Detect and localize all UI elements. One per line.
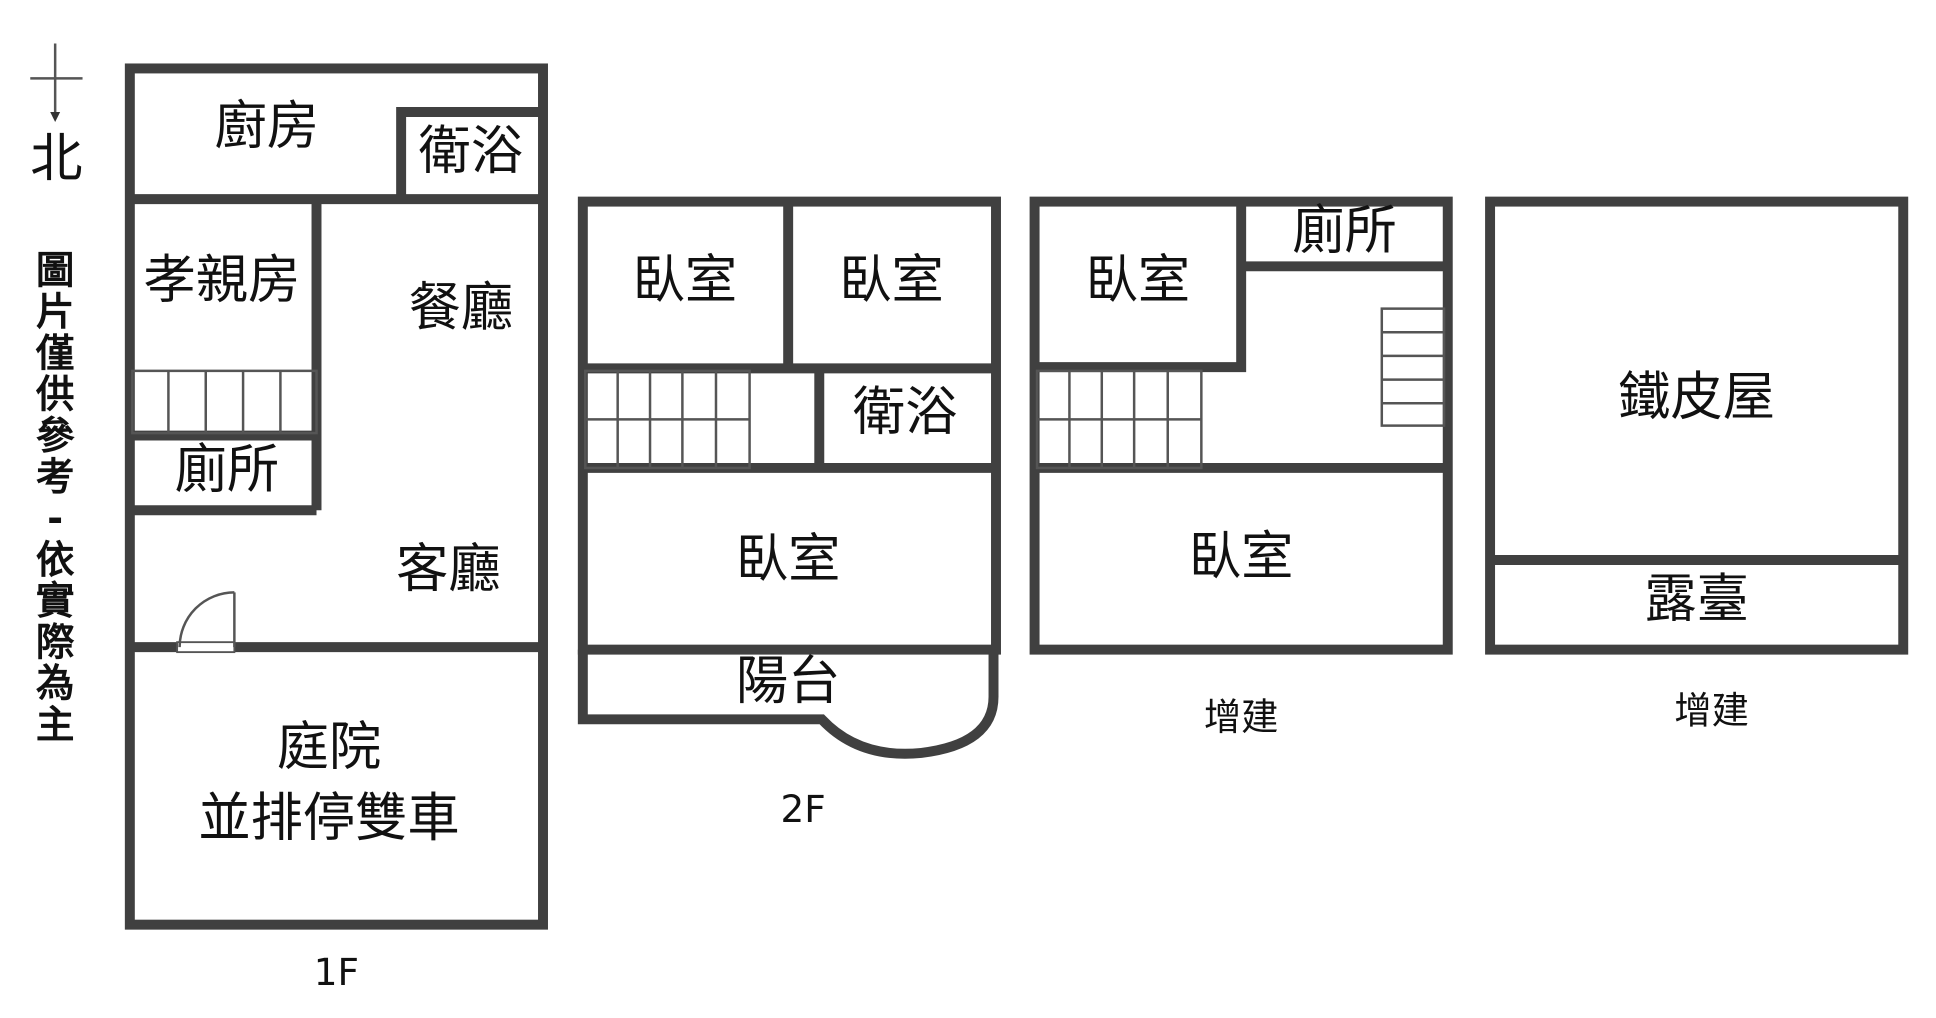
compass-label: 北 xyxy=(30,128,82,189)
disclaimer-char: 圖 xyxy=(36,249,75,294)
room-bedroom-1: 臥室 xyxy=(1086,250,1191,311)
room-parents: 孝親房 xyxy=(144,250,301,311)
disclaimer-char: 片 xyxy=(36,290,75,335)
addition-1: 臥室 廁所 臥室 xyxy=(1029,196,1453,655)
disclaimer-char: 參 xyxy=(36,414,75,459)
room-terrace: 露臺 xyxy=(1644,568,1749,629)
yard-parking: 並排停雙車 xyxy=(198,787,459,848)
disclaimer-char: 供 xyxy=(35,373,75,418)
stairs-icon xyxy=(1035,369,1203,470)
disclaimer-char: 際 xyxy=(36,620,75,665)
disclaimer-char: 為 xyxy=(36,662,75,707)
addition-2: 鐵皮屋 露臺 xyxy=(1485,196,1909,655)
room-balcony: 陽台 xyxy=(736,650,840,711)
stairs-icon xyxy=(584,369,751,470)
room-bedroom-2: 臥室 xyxy=(839,250,943,311)
floor-label-addition-1: 增建 xyxy=(1204,695,1279,739)
door-icon xyxy=(176,591,236,654)
room-toilet: 廁所 xyxy=(175,439,280,500)
room-living: 客廳 xyxy=(396,538,501,599)
room-iron-house: 鐵皮屋 xyxy=(1618,367,1775,428)
floor-label-addition-2: 增建 xyxy=(1674,689,1749,733)
disclaimer-char: 依 xyxy=(36,538,75,583)
disclaimer-char: - xyxy=(47,497,63,542)
disclaimer-char: 僅 xyxy=(35,331,75,376)
room-dining: 餐廳 xyxy=(409,277,514,338)
disclaimer-char: 考 xyxy=(36,455,75,500)
room-yard: 庭院 xyxy=(277,716,381,777)
floor-label-1f: 1F xyxy=(314,950,359,994)
disclaimer-char: 實 xyxy=(36,579,75,624)
stairs-icon xyxy=(1380,307,1446,427)
north-arrow-icon xyxy=(30,43,83,122)
room-bedroom-1: 臥室 xyxy=(633,250,738,311)
room-bath: 衛浴 xyxy=(419,120,524,181)
disclaimer: 圖片僅供參考-依實際為主 xyxy=(35,249,75,748)
stairs-icon xyxy=(131,369,318,435)
floor-1f: 廚房 衛浴 孝親房 餐廳 廁所 客廳 庭院 並排停雙車 xyxy=(124,63,548,930)
room-bedroom-3: 臥室 xyxy=(736,529,840,590)
room-bedroom-2: 臥室 xyxy=(1189,526,1294,587)
room-toilet: 廁所 xyxy=(1292,200,1397,261)
floor-2f: 臥室 臥室 衛浴 臥室 陽台 xyxy=(577,196,1001,759)
floor-label-2f: 2F xyxy=(780,787,825,831)
room-kitchen: 廚房 xyxy=(214,95,319,156)
room-bath: 衛浴 xyxy=(853,382,958,443)
disclaimer-char: 主 xyxy=(36,703,75,748)
